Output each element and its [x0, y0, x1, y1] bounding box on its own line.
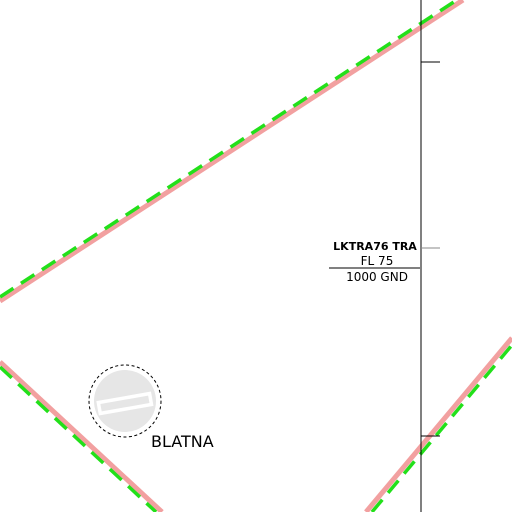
airspace-label[interactable]: LKTRA76 TRA FL 75 1000 GND	[329, 240, 420, 284]
boundary-segment-left	[0, 360, 164, 512]
airspace-upper-limit: FL 75	[361, 254, 394, 268]
airspace-lower-limit: 1000 GND	[346, 270, 408, 284]
boundary-segment-upper	[0, 0, 465, 304]
airfield-name: BLATNA	[151, 432, 214, 451]
meridian-line	[420, 0, 440, 512]
boundary-segment-right	[364, 336, 512, 512]
airspace-name: LKTRA76 TRA	[333, 240, 417, 253]
airfield-symbol-icon[interactable]	[88, 364, 162, 438]
